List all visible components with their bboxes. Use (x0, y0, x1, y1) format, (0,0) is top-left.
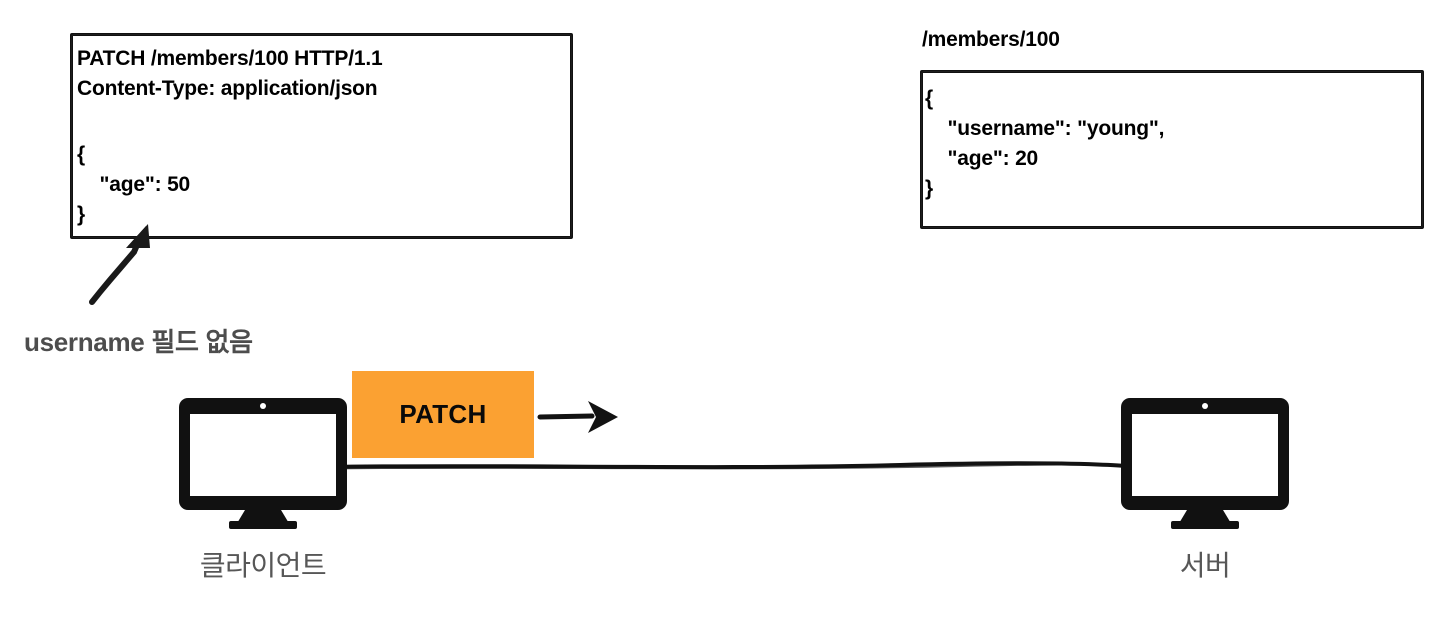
client-node: 클라이언트 (148, 394, 378, 584)
monitor-icon (179, 398, 347, 529)
monitor-icon (1121, 398, 1289, 529)
patch-method-label: PATCH (399, 399, 487, 429)
server-node: 서버 (1090, 394, 1320, 584)
server-label: 서버 (1179, 550, 1231, 581)
resource-url-label: /members/100 (922, 28, 1060, 51)
annotation-text: username 필드 없음 (24, 327, 253, 357)
http-request-body: { "age": 50 } (77, 143, 191, 226)
callout-arrow-icon (89, 224, 150, 305)
right-arrow-icon (537, 401, 618, 433)
http-request-head: PATCH /members/100 HTTP/1.1 Content-Type… (77, 47, 383, 100)
patch-method-badge[interactable]: PATCH (352, 371, 534, 458)
http-request-box (70, 33, 573, 239)
resource-state-box (920, 70, 1424, 229)
client-label: 클라이언트 (199, 550, 327, 581)
resource-state-body: { "username": "young", "age": 20 } (925, 87, 1165, 200)
